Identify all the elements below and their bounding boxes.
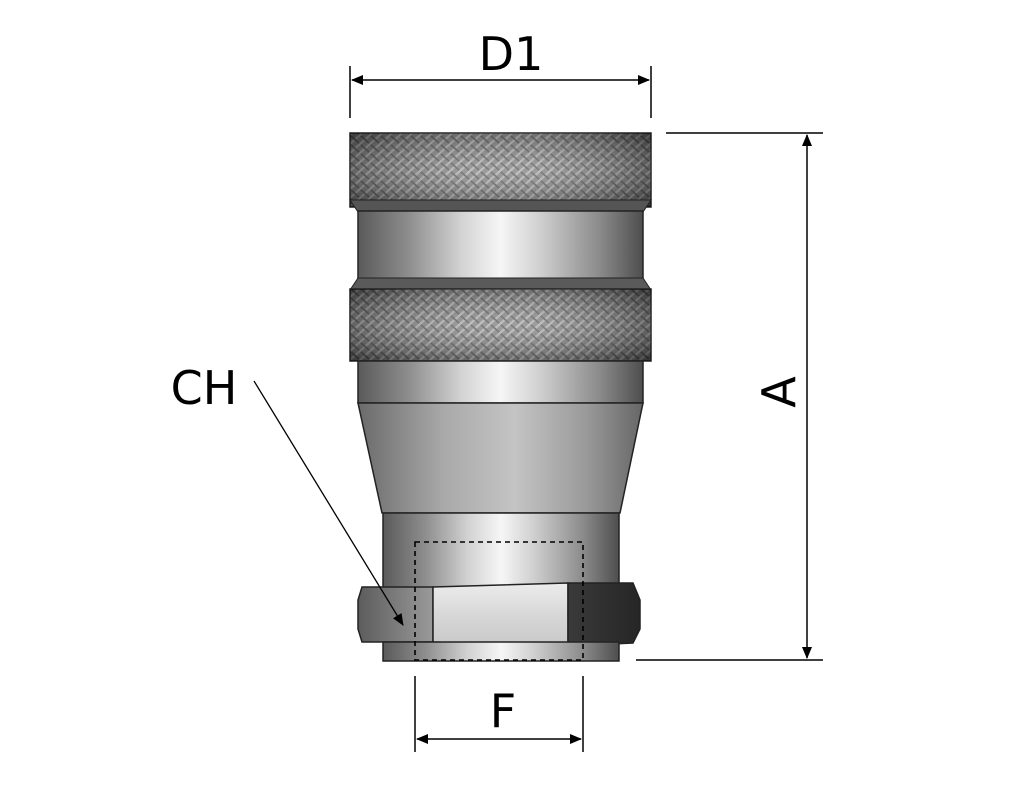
lower-smooth-band	[357, 360, 644, 404]
f-label: F	[490, 684, 516, 738]
a-label: A	[752, 376, 806, 408]
hex-nut	[357, 582, 641, 647]
upper-smooth-band	[349, 210, 652, 291]
dimension-a: A	[636, 132, 823, 661]
fitting-body	[349, 132, 652, 662]
bottom-collar	[382, 641, 620, 662]
top-knurled-ring	[349, 132, 652, 213]
hidden-thread-outline	[414, 541, 584, 661]
d1-label: D1	[479, 27, 544, 81]
neck-section	[382, 512, 620, 590]
middle-knurled-ring	[349, 288, 652, 362]
dimension-d1: D1	[349, 27, 652, 118]
dimension-f: F	[414, 676, 584, 752]
leader-ch: CH	[171, 361, 404, 626]
tapered-section	[357, 402, 644, 514]
ch-label: CH	[171, 361, 238, 415]
